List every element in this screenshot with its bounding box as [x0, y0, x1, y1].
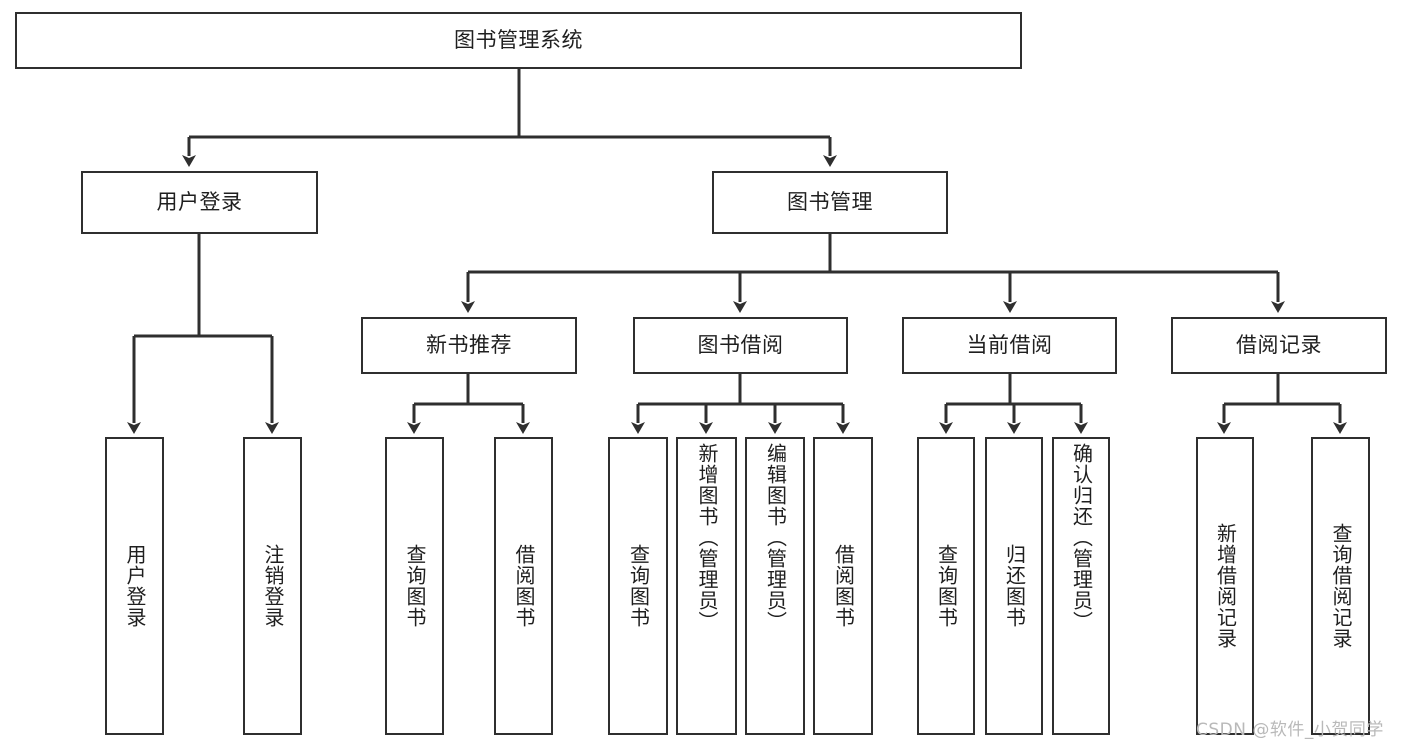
leaf-book-borrow-edit-book-admin[interactable]: 编辑图书（管理员）: [745, 437, 805, 735]
leaf-user-login-login[interactable]: 用户登录: [105, 437, 164, 735]
node-new-book-recommend[interactable]: 新书推荐: [361, 317, 577, 374]
leaf-label: 查询图书: [934, 544, 959, 628]
edges-new-book: [407, 374, 530, 434]
edges-root: [182, 69, 837, 167]
node-book-management-label: 图书管理: [787, 189, 873, 214]
node-root-book-management-system[interactable]: 图书管理系统: [15, 12, 1022, 69]
edges-book-manage: [461, 234, 1285, 313]
leaf-borrow-record-add-record[interactable]: 新增借阅记录: [1196, 437, 1254, 735]
leaf-current-borrow-confirm-return-admin[interactable]: 确认归还（管理员）: [1052, 437, 1110, 735]
node-current-borrow[interactable]: 当前借阅: [902, 317, 1117, 374]
node-current-borrow-label: 当前借阅: [966, 332, 1053, 357]
leaf-label: 查询图书: [403, 544, 427, 628]
edges-borrow-record: [1217, 374, 1347, 434]
leaf-label: 借阅图书: [831, 544, 856, 628]
csdn-watermark: CSDN @软件_小贺同学: [1196, 720, 1384, 740]
node-root-label: 图书管理系统: [454, 27, 583, 52]
leaf-label: 新增图书（管理员）: [695, 443, 719, 632]
leaf-label: 注销登录: [261, 544, 285, 628]
edges-current-borrow: [939, 374, 1088, 434]
leaf-label: 归还图书: [1002, 544, 1027, 628]
node-user-login-label: 用户登录: [156, 189, 243, 214]
leaf-label: 查询借阅记录: [1329, 523, 1353, 649]
node-new-book-recommend-label: 新书推荐: [426, 332, 512, 357]
leaf-new-book-query-book[interactable]: 查询图书: [385, 437, 444, 735]
leaf-label: 查询图书: [626, 544, 651, 628]
leaf-label: 用户登录: [123, 544, 147, 628]
leaf-current-borrow-query-book[interactable]: 查询图书: [917, 437, 975, 735]
edges-user-login: [127, 234, 279, 434]
leaf-borrow-record-query-record[interactable]: 查询借阅记录: [1311, 437, 1370, 735]
node-book-management[interactable]: 图书管理: [712, 171, 948, 234]
node-book-borrow-label: 图书借阅: [697, 332, 784, 357]
node-user-login[interactable]: 用户登录: [81, 171, 318, 234]
node-borrow-record-label: 借阅记录: [1236, 332, 1322, 357]
leaf-label: 借阅图书: [512, 544, 536, 628]
leaf-label: 编辑图书（管理员）: [763, 443, 788, 632]
leaf-book-borrow-add-book-admin[interactable]: 新增图书（管理员）: [676, 437, 737, 735]
leaf-book-borrow-borrow-book[interactable]: 借阅图书: [813, 437, 873, 735]
edges-book-borrow: [631, 374, 850, 434]
node-book-borrow[interactable]: 图书借阅: [633, 317, 848, 374]
leaf-new-book-borrow-book[interactable]: 借阅图书: [494, 437, 553, 735]
leaf-user-login-logout[interactable]: 注销登录: [243, 437, 302, 735]
leaf-current-borrow-return-book[interactable]: 归还图书: [985, 437, 1043, 735]
node-borrow-record[interactable]: 借阅记录: [1171, 317, 1387, 374]
leaf-book-borrow-query-book[interactable]: 查询图书: [608, 437, 668, 735]
leaf-label: 确认归还（管理员）: [1069, 443, 1094, 632]
leaf-label: 新增借阅记录: [1213, 523, 1238, 649]
